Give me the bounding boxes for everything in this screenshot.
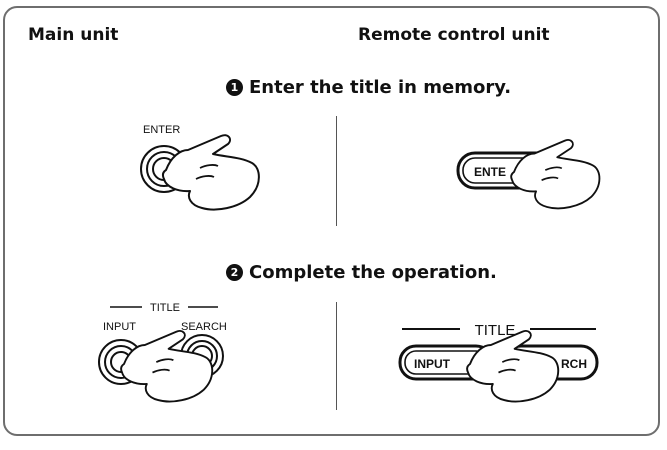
main-search-label: SEARCH <box>181 321 227 333</box>
remote-enter-hand-icon <box>510 139 601 210</box>
main-enter-hand-icon <box>161 134 260 211</box>
remote-title-label: TITLE <box>475 322 516 339</box>
remote-input-label: INPUT <box>414 357 451 371</box>
step-2-text: Complete the operation. <box>249 262 497 283</box>
main-input-label: INPUT <box>103 321 136 333</box>
column-divider-top <box>336 116 337 226</box>
main-unit-heading: Main unit <box>28 25 119 45</box>
main-title-label: TITLE <box>150 302 180 314</box>
step-1-number-icon: 1 <box>226 79 243 96</box>
remote-input-hand-icon <box>466 329 560 403</box>
remote-enter-label: ENTE <box>474 165 506 179</box>
main-enter-label: ENTER <box>143 124 180 136</box>
remote-search-label: RCH <box>561 357 587 371</box>
column-divider-bottom <box>336 302 337 410</box>
step-1-text: Enter the title in memory. <box>249 77 512 98</box>
step-1: 1 Enter the title in memory. <box>226 77 511 98</box>
step-2: 2 Complete the operation. <box>226 262 497 283</box>
remote-unit-heading: Remote control unit <box>358 25 550 45</box>
step-2-number-icon: 2 <box>226 264 243 281</box>
